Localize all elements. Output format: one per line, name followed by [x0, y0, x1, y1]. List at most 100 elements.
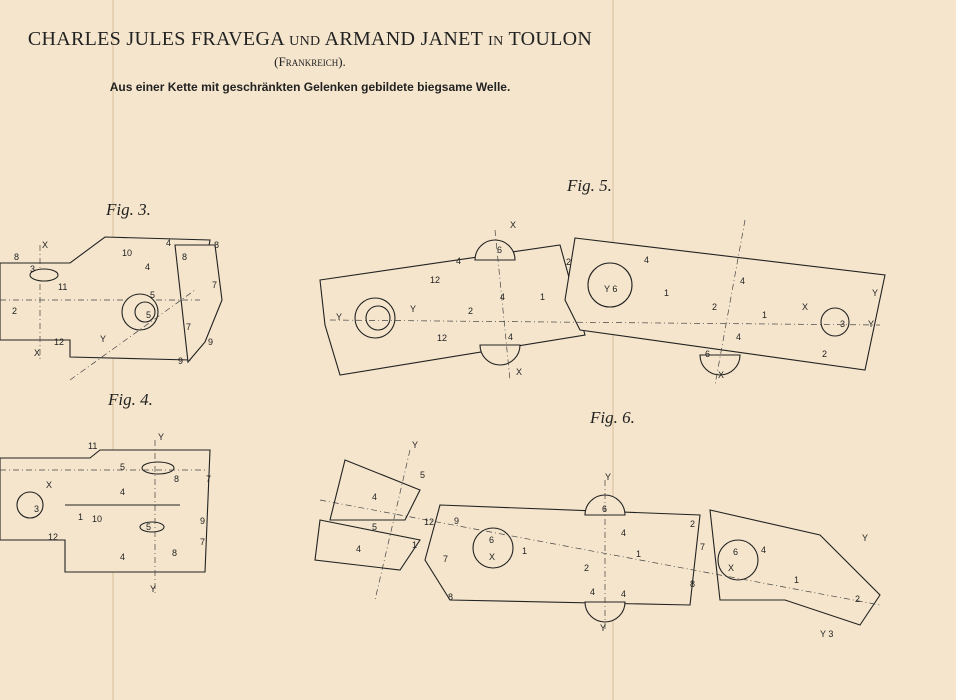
reference-numeral: X	[46, 480, 52, 490]
reference-numeral: 5	[150, 290, 155, 300]
reference-numeral: 4	[736, 332, 741, 342]
reference-numeral: 10	[122, 248, 132, 258]
reference-numeral: 6	[497, 245, 502, 255]
reference-numeral: 3	[840, 319, 845, 329]
reference-numeral: 12	[430, 275, 440, 285]
reference-numeral: 8	[14, 252, 19, 262]
reference-numeral: X	[489, 552, 495, 562]
reference-numeral: 4	[590, 587, 595, 597]
reference-numeral: Y	[600, 623, 606, 633]
reference-numeral: 1	[78, 512, 83, 522]
reference-numeral: 1	[762, 310, 767, 320]
reference-numeral: 2	[822, 349, 827, 359]
reference-numeral: 11	[88, 441, 97, 451]
author-1: Charles Jules Fravega	[27, 28, 284, 50]
reference-numeral: 1	[540, 292, 545, 302]
reference-numeral: 2	[584, 563, 589, 573]
reference-numeral: 4	[372, 492, 377, 502]
reference-numeral: 7	[200, 537, 205, 547]
reference-numeral: 2	[712, 302, 717, 312]
reference-numeral: Y	[158, 432, 164, 442]
reference-numeral: 5	[120, 462, 125, 472]
reference-numeral: 2	[12, 306, 17, 316]
author-2: Armand Janet	[324, 28, 483, 50]
patent-title: Aus einer Kette mit geschränkten Gelenke…	[109, 80, 511, 94]
reference-numeral: 9	[178, 356, 183, 366]
reference-numeral: 7	[212, 280, 217, 290]
reference-numeral: 5	[420, 470, 425, 480]
reference-numeral: 1	[664, 288, 669, 298]
reference-numeral: 7	[186, 322, 191, 332]
reference-numeral: X	[34, 348, 40, 358]
city: Toulon	[508, 28, 593, 50]
fig-5-drawing	[319, 219, 886, 386]
reference-numeral: Y	[862, 533, 868, 543]
reference-numeral: X	[42, 240, 48, 250]
reference-numeral: Y	[412, 440, 418, 450]
reference-numeral: 1	[794, 575, 799, 585]
reference-numeral: 12	[424, 517, 434, 527]
reference-numeral: 1	[412, 540, 417, 550]
reference-numeral: 5	[372, 522, 377, 532]
reference-numeral: 9	[200, 516, 205, 526]
reference-numeral: Y 3	[820, 629, 833, 639]
reference-numeral: 12	[48, 532, 58, 542]
reference-numeral: 2	[566, 257, 571, 267]
fig-6-label: Fig. 6.	[590, 408, 635, 427]
reference-numeral: 4	[761, 545, 766, 555]
reference-numeral: Y	[336, 312, 342, 322]
fig-5-label: Fig. 5.	[567, 176, 612, 195]
reference-numeral: X	[718, 370, 724, 380]
patent-authors: Charles Jules Fravega und Armand Janet i…	[0, 28, 620, 53]
reference-numeral: 5	[146, 522, 151, 532]
reference-numeral: 10	[92, 514, 102, 524]
reference-numeral: 9	[454, 516, 459, 526]
reference-numeral: 8	[690, 579, 695, 589]
reference-numeral: Y	[868, 319, 874, 329]
reference-numeral: 4	[508, 332, 513, 342]
reference-numeral: 8	[214, 240, 219, 250]
reference-numeral: 7	[443, 554, 448, 564]
reference-numeral: Y	[605, 472, 611, 482]
reference-numeral: 4	[120, 552, 125, 562]
reference-numeral: 7	[700, 542, 705, 552]
reference-numeral: Y	[872, 288, 878, 298]
reference-numeral: 4	[621, 528, 626, 538]
reference-numeral: Y 6	[604, 284, 617, 294]
reference-numeral: 7	[206, 474, 211, 484]
reference-numeral: 12	[54, 337, 64, 347]
reference-numeral: 8	[174, 474, 179, 484]
reference-numeral: X	[728, 563, 734, 573]
reference-numeral: 4	[500, 292, 505, 302]
reference-numeral: 3	[34, 504, 39, 514]
in-word: in	[488, 34, 504, 49]
reference-numeral: 4	[644, 255, 649, 265]
reference-numeral: 2	[855, 594, 860, 604]
reference-numeral: 8	[448, 592, 453, 602]
reference-numeral: 4	[166, 238, 171, 248]
reference-numeral: 4	[456, 256, 461, 266]
reference-numeral: 1	[522, 546, 527, 556]
reference-numeral: 2	[468, 306, 473, 316]
reference-numeral: X	[510, 220, 516, 230]
reference-numeral: 6	[489, 535, 494, 545]
reference-numeral: 4	[621, 589, 626, 599]
fig-3-drawing	[0, 236, 223, 381]
reference-numeral: Y	[150, 584, 156, 594]
reference-numeral: 12	[437, 333, 447, 343]
reference-numeral: 8	[172, 548, 177, 558]
reference-numeral: X	[516, 367, 522, 377]
reference-numeral: 2	[690, 519, 695, 529]
paper-fold-right	[612, 0, 614, 700]
reference-numeral: Y	[410, 304, 416, 314]
reference-numeral: 6	[705, 349, 710, 359]
reference-numeral: 8	[182, 252, 187, 262]
fig-3-label: Fig. 3.	[106, 200, 151, 219]
reference-numeral: 5	[146, 310, 151, 320]
fig-6-drawing	[314, 449, 881, 630]
reference-numeral: 4	[120, 487, 125, 497]
reference-numeral: X	[802, 302, 808, 312]
reference-numeral: 4	[356, 544, 361, 554]
